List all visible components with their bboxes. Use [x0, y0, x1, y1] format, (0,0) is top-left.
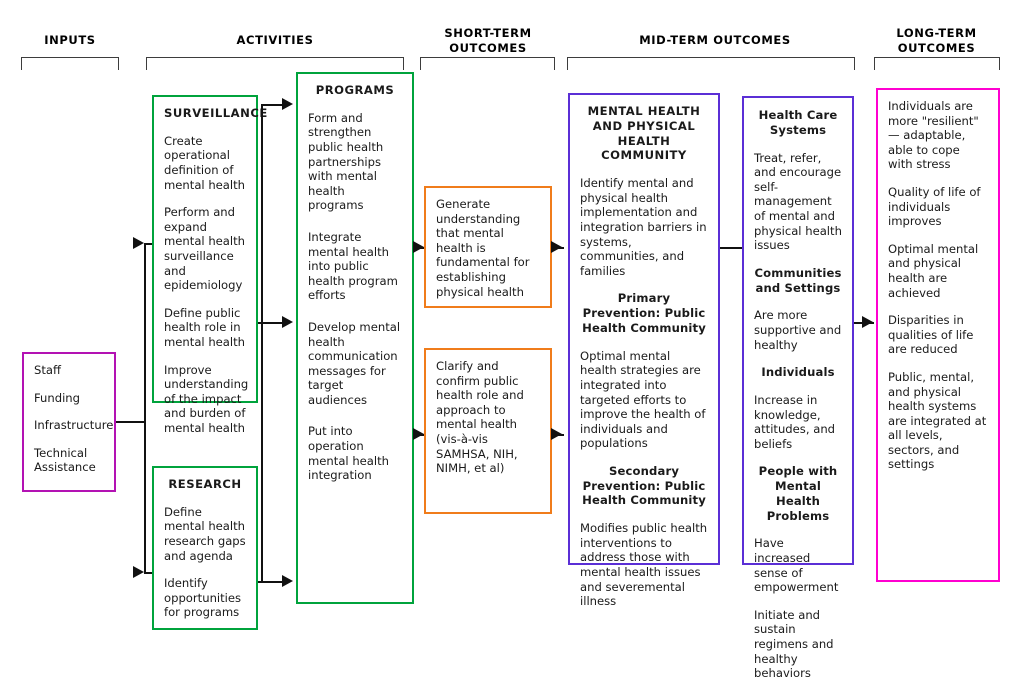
programs-item: Put into operation mental health integra…: [308, 424, 390, 483]
column-header-short-term-line2: OUTCOMES: [449, 41, 527, 55]
surveillance-box-title: SURVEILLANCE: [164, 106, 268, 120]
connector-inputs-to-research: [144, 572, 158, 574]
bracket-mid-term: [567, 57, 855, 70]
programs-box-title: PROGRAMS: [315, 83, 395, 97]
programs-box[interactable]: PROGRAMS Form and strengthen public heal…: [296, 72, 414, 604]
connector-programs-riser: [261, 104, 263, 581]
bracket-long-term: [874, 57, 1000, 70]
mid-term-community-text: Optimal mental health strategies are int…: [580, 348, 706, 451]
arrow-programs-to-short1: [413, 241, 424, 253]
arrow-to-programs-bottom: [282, 575, 293, 587]
connector-inputs-riser: [144, 243, 146, 573]
mid-term-systems-text: Have increased sense of empowerment: [754, 536, 839, 595]
mid-term-systems-text: Initiate and sustain regimens and health…: [754, 607, 834, 681]
mid-term-community-subhead: Primary Prevention: Public Health Commun…: [582, 291, 706, 335]
surveillance-box[interactable]: SURVEILLANCE Create operational definiti…: [152, 95, 268, 435]
programs-item: Integrate mental health into public heal…: [308, 229, 398, 303]
programs-item: Form and strengthen public health partne…: [308, 110, 384, 213]
inputs-item: Staff: [34, 363, 61, 377]
arrow-programs-to-short2: [413, 428, 424, 440]
bracket-inputs: [21, 57, 119, 70]
column-header-short-term: SHORT-TERM OUTCOMES: [418, 26, 558, 56]
connector-inputs-to-surveillance: [144, 243, 158, 245]
connector-midterm-community-to-systems: [720, 247, 742, 249]
mid-term-systems-subhead: People with Mental Health Problems: [758, 464, 838, 523]
long-term-item: Quality of life of individuals improves: [888, 184, 981, 229]
long-term-item: Optimal mental and physical health are a…: [888, 241, 979, 300]
inputs-item: Technical Assistance: [34, 445, 96, 475]
mid-term-community-box[interactable]: MENTAL HEALTH AND PHYSICAL HEALTH COMMUN…: [568, 93, 720, 608]
long-term-outcome-box[interactable]: Individuals are more "resilient" — adapt…: [876, 88, 1000, 582]
research-item: Define mental health research gaps and a…: [164, 504, 246, 563]
short-term-item: Clarify and confirm public health role a…: [436, 359, 524, 476]
mid-term-systems-subhead: Individuals: [761, 365, 835, 380]
column-header-short-term-line1: SHORT-TERM: [444, 26, 532, 40]
mid-term-systems-box[interactable]: Health Care Systems Treat, refer, and en…: [742, 96, 854, 680]
short-term-item: Generate understanding that mental healt…: [436, 197, 530, 299]
inputs-item: Funding: [34, 390, 81, 405]
mid-term-systems-subhead: Health Care Systems: [758, 108, 838, 137]
column-header-long-term-line2: OUTCOMES: [897, 41, 976, 55]
arrow-to-programs-top: [282, 98, 293, 110]
bracket-activities: [146, 57, 404, 70]
arrow-midterm-to-longterm: [862, 316, 873, 328]
inputs-box[interactable]: Staff Funding Infrastructure Technical A…: [22, 352, 116, 492]
mid-term-systems-text: Are more supportive and healthy: [754, 308, 842, 352]
surveillance-item: Create operational definition of mental …: [164, 133, 246, 192]
column-header-long-term: LONG-TERM OUTCOMES: [870, 26, 1003, 56]
research-box-title: RESEARCH: [168, 477, 242, 491]
research-item: Identify opportunities for programs: [164, 576, 242, 620]
column-header-inputs: INPUTS: [44, 33, 96, 47]
long-term-item: Disparities in qualities of life are red…: [888, 313, 974, 357]
column-header-activities: ACTIVITIES: [236, 33, 314, 47]
connector-to-programs-top: [261, 104, 285, 106]
research-box[interactable]: RESEARCH Define mental health research g…: [152, 466, 258, 630]
arrow-short2-to-midterm: [551, 428, 562, 440]
mid-term-community-text: Identify mental and physical health impl…: [580, 176, 707, 278]
inputs-item: Infrastructure: [34, 418, 114, 433]
connector-to-programs-mid: [258, 322, 286, 324]
mid-term-community-text: Modifies public health interventions to …: [580, 521, 708, 609]
mid-term-systems-subhead: Communities and Settings: [754, 265, 842, 295]
mid-term-systems-text: Treat, refer, and encourage self-managem…: [754, 150, 842, 253]
mid-term-community-box-title: MENTAL HEALTH AND PHYSICAL HEALTH COMMUN…: [587, 104, 701, 163]
surveillance-item: Perform and expand mental health surveil…: [164, 205, 246, 293]
long-term-item: Individuals are more "resilient" — adapt…: [888, 99, 979, 172]
arrow-inputs-to-surveillance: [133, 237, 144, 249]
connector-inputs-trunk: [116, 421, 146, 423]
long-term-item: Public, mental, and physical health syst…: [888, 369, 987, 472]
logic-model-diagram: INPUTS ACTIVITIES SHORT-TERM OUTCOMES MI…: [21, 26, 1003, 680]
connector-research-trunk: [258, 581, 286, 583]
arrow-to-programs-mid: [282, 316, 293, 328]
column-header-mid-term: MID-TERM OUTCOMES: [639, 33, 791, 47]
programs-item: Develop mental health communication mess…: [308, 319, 401, 407]
arrow-inputs-to-research: [133, 566, 144, 578]
mid-term-community-subhead: Secondary Prevention: Public Health Comm…: [582, 463, 706, 508]
mid-term-systems-text: Increase in knowledge, attitudes, and be…: [754, 392, 836, 451]
bracket-short-term: [420, 57, 555, 70]
column-header-long-term-line1: LONG-TERM: [896, 26, 977, 40]
surveillance-item: Define public health role in mental heal…: [164, 305, 246, 349]
arrow-short1-to-midterm: [551, 241, 562, 253]
surveillance-item: Improve understanding of the impact and …: [164, 362, 249, 435]
short-term-outcome-box-2[interactable]: Clarify and confirm public health role a…: [424, 348, 552, 514]
short-term-outcome-box-1[interactable]: Generate understanding that mental healt…: [424, 186, 552, 308]
